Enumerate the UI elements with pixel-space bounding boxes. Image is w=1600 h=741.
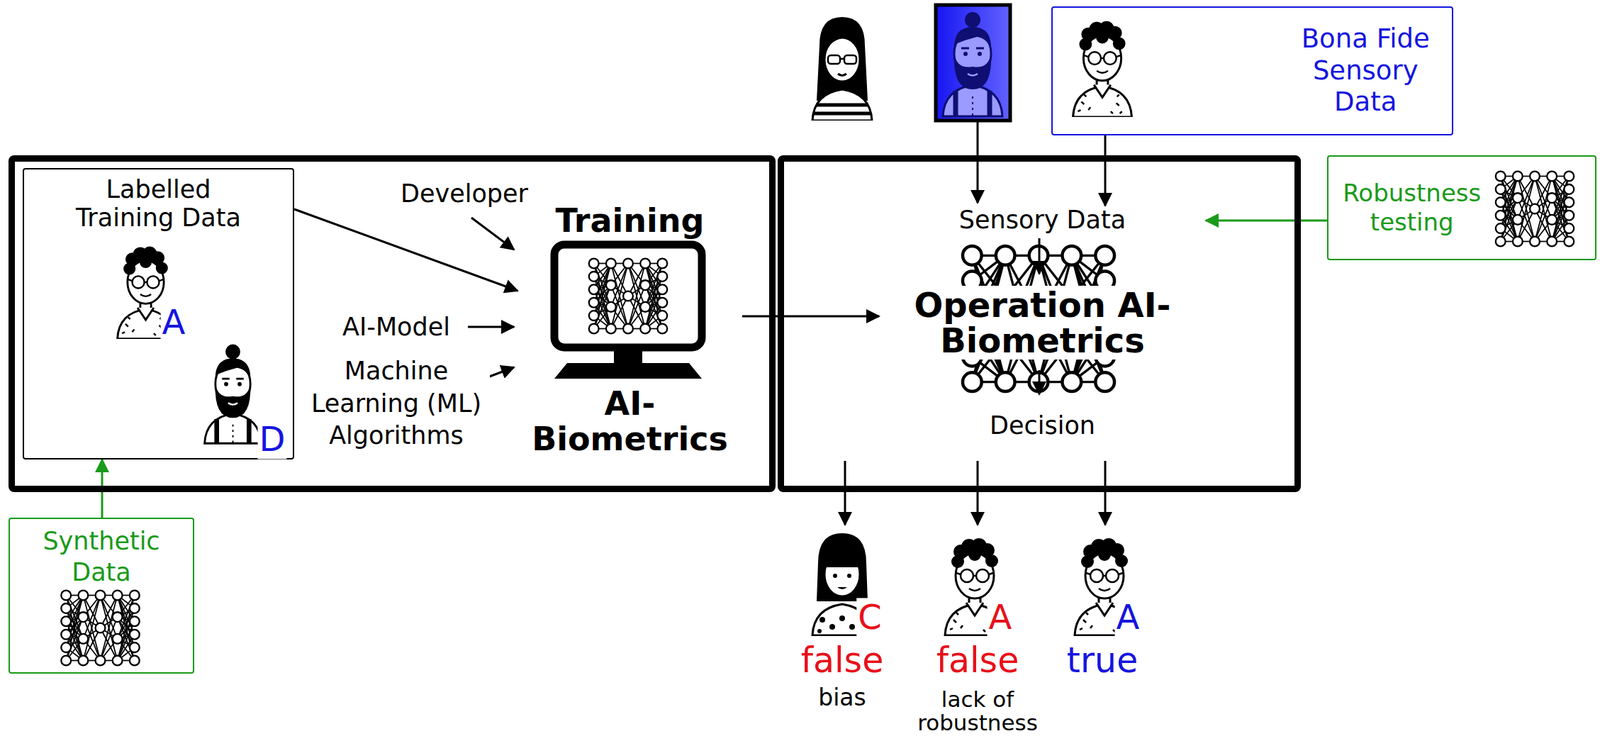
synthetic-network xyxy=(60,590,139,666)
operation-model: Sensory DataOperation AI-BiometricsDecis… xyxy=(879,205,1206,440)
attack-backdrop xyxy=(935,4,1011,121)
robustness-network xyxy=(1495,171,1574,247)
connector xyxy=(742,315,880,318)
label: bias xyxy=(816,684,868,712)
node-text: Decision xyxy=(989,411,1096,440)
label: true xyxy=(1065,640,1140,681)
label: false xyxy=(935,640,1021,681)
node-text: Labelled Training Data xyxy=(66,175,251,233)
input-faces xyxy=(812,4,1132,121)
label: A xyxy=(160,302,188,342)
label: C xyxy=(856,597,884,637)
training-data-box: Labelled Training Data xyxy=(22,168,295,460)
label: Developer xyxy=(399,179,530,208)
node-text: Training xyxy=(555,202,704,240)
face-woman xyxy=(812,17,872,121)
node-text: AI-Biometrics xyxy=(523,385,737,458)
label: A xyxy=(987,597,1014,637)
training-model: TrainingAI-Biometrics xyxy=(517,202,743,458)
node-text: Robustness testing xyxy=(1332,178,1492,237)
computer-icon xyxy=(554,244,702,379)
robustness-box: Robustness testing xyxy=(1327,155,1597,261)
bona-fide-box: Bona Fide Sensory Data xyxy=(1051,6,1454,136)
training-faces xyxy=(117,246,262,444)
node-text: Operation AI-Biometrics xyxy=(884,285,1201,361)
connector xyxy=(1205,219,1328,222)
face-bonafide xyxy=(1073,21,1133,117)
node-text: Synthetic Data xyxy=(16,526,187,589)
synthetic-box: Synthetic Data xyxy=(8,517,195,674)
label: D xyxy=(258,419,288,459)
connector xyxy=(1104,135,1107,206)
node-text: Sensory Data xyxy=(959,205,1126,234)
label: AI-Model xyxy=(340,312,452,341)
attack-frame xyxy=(935,4,1011,121)
node-text: Bona Fide Sensory Data xyxy=(1283,23,1447,118)
attack-tint xyxy=(935,4,1011,121)
operation-frame: Sensory DataOperation AI-BiometricsDecis… xyxy=(777,155,1301,492)
label: A xyxy=(1115,597,1142,637)
face-d xyxy=(204,344,262,444)
label: Machine Learning (ML) Algorithms xyxy=(302,355,490,453)
label: false xyxy=(799,640,886,681)
label: lack of robustness xyxy=(898,687,1057,734)
connector xyxy=(294,209,518,291)
